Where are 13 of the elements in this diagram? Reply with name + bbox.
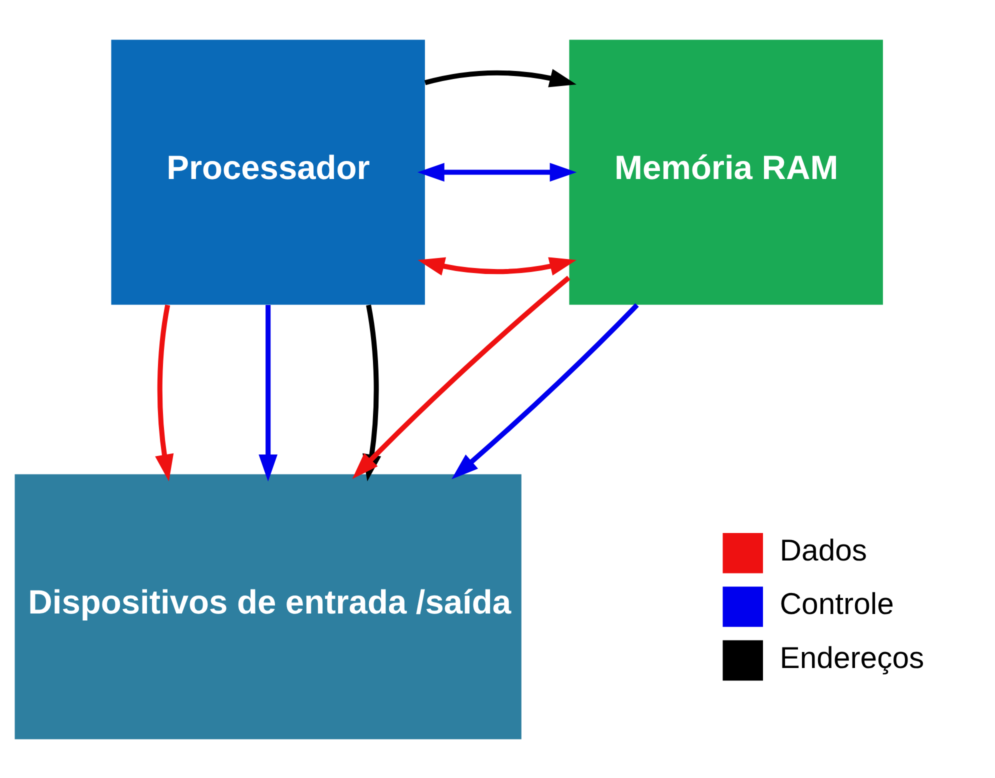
legend-label: Dados <box>780 534 868 567</box>
node-box: Processador <box>111 39 425 304</box>
arrow <box>452 302 639 479</box>
legend-label: Endereços <box>780 641 924 674</box>
arrow <box>352 275 570 478</box>
node-box: Memória RAM <box>569 39 883 304</box>
arrow <box>258 304 278 481</box>
arrow <box>417 162 577 182</box>
arrow <box>418 256 576 276</box>
node-box: Dispositivos de entrada /saída <box>14 474 522 739</box>
arrow <box>424 68 576 87</box>
legend-label: Controle <box>780 588 894 621</box>
arrow <box>155 304 174 481</box>
